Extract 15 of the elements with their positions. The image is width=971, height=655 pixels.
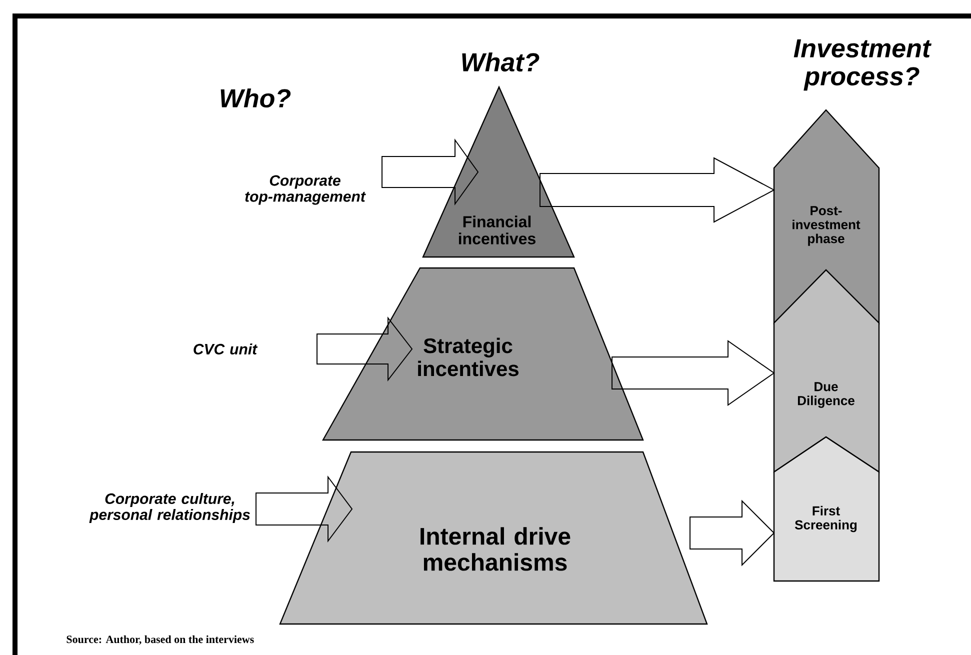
block-arrow	[316, 316, 413, 382]
actor-label: Corporate culture, personal relationships	[89, 493, 250, 523]
block-arrow	[612, 340, 775, 406]
column-heading: Who?	[220, 88, 291, 108]
pyramid-level: Internal drive mechanisms	[279, 451, 708, 625]
block-arrow	[256, 476, 353, 542]
actor-label: CVC unit	[194, 344, 258, 354]
process-stage-block: Post-investment phase	[773, 109, 880, 324]
block-arrow	[382, 138, 479, 206]
source-note: Source: Author, based on the interviews	[66, 635, 254, 645]
process-stage-block: First Screening	[773, 436, 880, 582]
process-stage-block: Due Diligence	[773, 269, 880, 474]
block-arrow	[690, 500, 775, 566]
actor-label: Corporate top-management	[245, 175, 366, 205]
block-arrow	[540, 157, 776, 223]
